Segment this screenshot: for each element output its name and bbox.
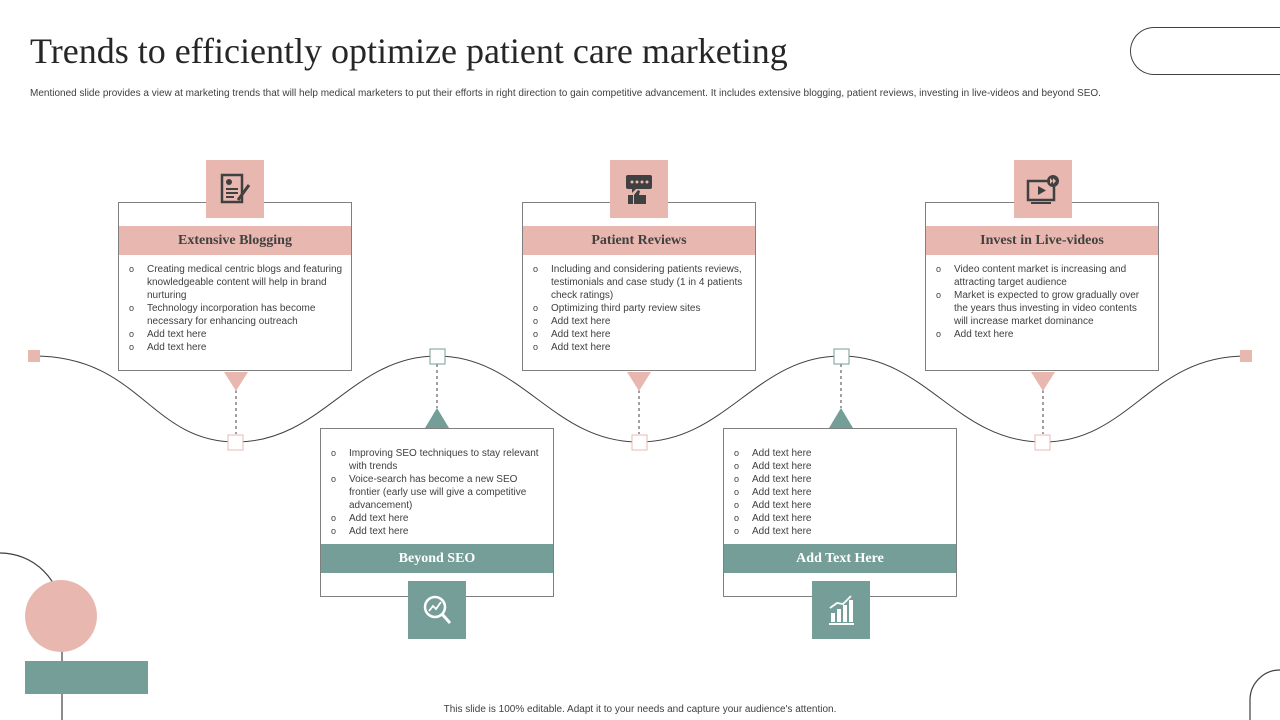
wave-endpoint-marker	[1240, 350, 1252, 362]
list-item: Optimizing third party review sites	[531, 302, 747, 315]
list-item: Add text here	[329, 512, 545, 525]
list-item: Technology incorporation has become nece…	[127, 302, 343, 328]
card-add-text-here: Add text here Add text here Add text her…	[723, 428, 957, 597]
decorative-arc	[1249, 669, 1280, 720]
card-patient-reviews: Patient Reviews Including and considerin…	[522, 202, 756, 371]
list-item: Improving SEO techniques to stay relevan…	[329, 447, 545, 473]
list-item: Add text here	[329, 525, 545, 538]
video-play-icon	[1014, 160, 1072, 218]
list-item: Add text here	[732, 486, 948, 499]
card-beyond-seo: Improving SEO techniques to stay relevan…	[320, 428, 554, 597]
list-item: Add text here	[732, 525, 948, 538]
card-extensive-blogging: Extensive Blogging Creating medical cent…	[118, 202, 352, 371]
bullet-list: Including and considering patients revie…	[531, 263, 747, 354]
list-item: Add text here	[732, 499, 948, 512]
list-item: Add text here	[531, 341, 747, 354]
list-item: Add text here	[732, 473, 948, 486]
list-item: Add text here	[732, 460, 948, 473]
wave-node-marker	[429, 348, 446, 365]
list-item: Add text here	[934, 328, 1150, 341]
wave-node-marker	[631, 434, 648, 451]
slide-title: Trends to efficiently optimize patient c…	[30, 31, 788, 71]
wave-endpoint-marker	[28, 350, 40, 362]
card-heading: Extensive Blogging	[119, 226, 351, 255]
pointer-up	[829, 408, 853, 428]
list-item: Add text here	[732, 512, 948, 525]
list-item: Add text here	[127, 328, 343, 341]
card-heading: Add Text Here	[724, 544, 956, 573]
list-item: Video content market is increasing and a…	[934, 263, 1150, 289]
bullet-list: Video content market is increasing and a…	[934, 263, 1150, 341]
card-heading: Beyond SEO	[321, 544, 553, 573]
list-item: Market is expected to grow gradually ove…	[934, 289, 1150, 328]
list-item: Add text here	[531, 328, 747, 341]
wave-node-marker	[833, 348, 850, 365]
card-invest-in-live-videos: Invest in Live-videos Video content mark…	[925, 202, 1159, 371]
bullet-list: Creating medical centric blogs and featu…	[127, 263, 343, 354]
pointer-down	[224, 372, 248, 391]
pointer-down	[627, 372, 651, 391]
list-item: Including and considering patients revie…	[531, 263, 747, 302]
growth-chart-icon	[812, 581, 870, 639]
decorative-circle	[25, 580, 97, 652]
bullet-list: Improving SEO techniques to stay relevan…	[329, 447, 545, 538]
list-item: Add text here	[732, 447, 948, 460]
review-thumbs-up-icon	[610, 160, 668, 218]
card-heading: Patient Reviews	[523, 226, 755, 255]
pointer-up	[425, 408, 449, 428]
wave-node-marker	[227, 434, 244, 451]
list-item: Creating medical centric blogs and featu…	[127, 263, 343, 302]
card-heading: Invest in Live-videos	[926, 226, 1158, 255]
seo-magnifier-icon	[408, 581, 466, 639]
wave-node-marker	[1034, 434, 1051, 451]
list-item: Add text here	[127, 341, 343, 354]
list-item: Voice-search has become a new SEO fronti…	[329, 473, 545, 512]
pointer-down	[1031, 372, 1055, 391]
decorative-pill-outline	[1130, 27, 1280, 75]
decorative-bar	[25, 661, 148, 694]
bullet-list: Add text here Add text here Add text her…	[732, 447, 948, 538]
slide-subtitle: Mentioned slide provides a view at marke…	[30, 88, 1101, 99]
slide-footer: This slide is 100% editable. Adapt it to…	[443, 704, 837, 715]
blog-document-icon	[206, 160, 264, 218]
list-item: Add text here	[531, 315, 747, 328]
